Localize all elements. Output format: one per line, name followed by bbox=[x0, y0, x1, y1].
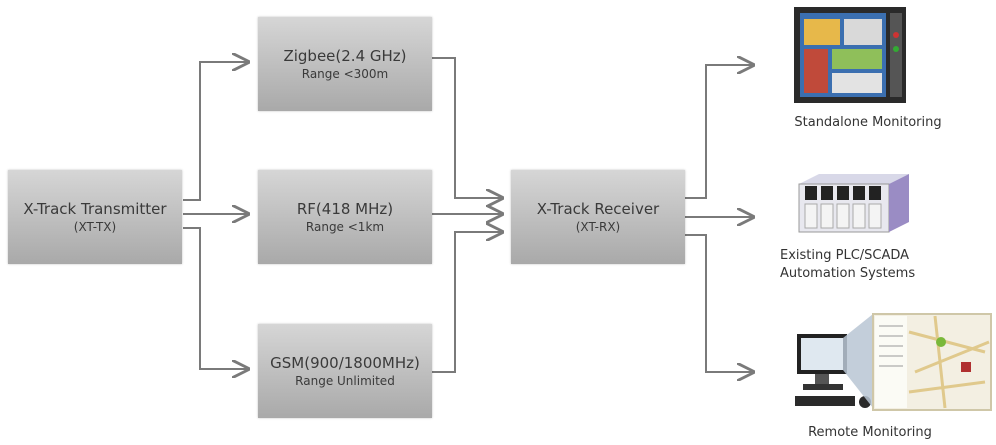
rx-to-standalone-arrow bbox=[684, 65, 753, 199]
industrial-monitor-icon bbox=[794, 7, 906, 103]
gsm-range: Range Unlimited bbox=[295, 373, 395, 388]
computer-map-icon bbox=[795, 313, 992, 411]
rf-box: RF(418 MHz) Range <1km bbox=[258, 170, 432, 264]
tx-to-zigbee-arrow bbox=[183, 62, 248, 201]
zigbee-box: Zigbee(2.4 GHz) Range <300m bbox=[258, 17, 432, 111]
receiver-box: X-Track Receiver (XT-RX) bbox=[511, 170, 685, 264]
rf-title: RF(418 MHz) bbox=[296, 199, 394, 218]
gsm-title: GSM(900/1800MHz) bbox=[270, 353, 420, 372]
rf-range: Range <1km bbox=[305, 219, 385, 234]
transmitter-box: X-Track Transmitter (XT-TX) bbox=[8, 170, 182, 264]
zigbee-title: Zigbee(2.4 GHz) bbox=[283, 46, 407, 65]
transmitter-title: X-Track Transmitter bbox=[23, 199, 167, 218]
tx-to-gsm-arrow bbox=[183, 227, 248, 369]
transmitter-code: (XT-TX) bbox=[73, 219, 117, 234]
remote-label: Remote Monitoring bbox=[808, 425, 932, 440]
standalone-label: Standalone Monitoring bbox=[794, 115, 942, 130]
gsm-box: GSM(900/1800MHz) Range Unlimited bbox=[258, 324, 432, 418]
plc-rack-icon bbox=[798, 174, 909, 233]
plc-label: Existing PLC/SCADA Automation Systems bbox=[780, 247, 950, 283]
plc-label-line1: Existing PLC/SCADA bbox=[780, 248, 910, 263]
zigbee-to-rx-arrow bbox=[432, 57, 502, 198]
plc-label-line2: Automation Systems bbox=[780, 266, 916, 281]
zigbee-range: Range <300m bbox=[301, 66, 389, 81]
rx-to-remote-arrow bbox=[684, 234, 753, 372]
receiver-title: X-Track Receiver bbox=[536, 199, 660, 218]
receiver-code: (XT-RX) bbox=[575, 219, 621, 234]
gsm-to-rx-arrow bbox=[432, 232, 502, 373]
